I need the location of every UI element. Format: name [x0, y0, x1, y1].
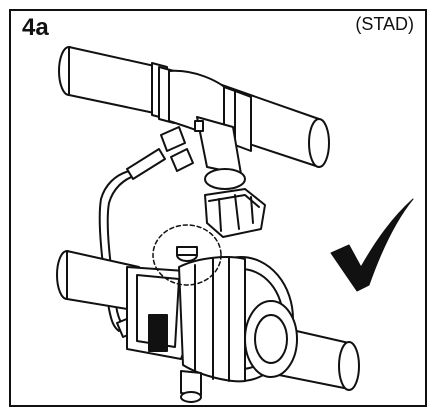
step-label: 4a — [22, 14, 49, 41]
upper-pipe — [58, 46, 330, 168]
variant-label: (STAD) — [355, 14, 414, 34]
stad-valve-body — [151, 62, 266, 238]
installation-illustration — [56, 46, 414, 403]
highlight-circle — [152, 224, 222, 286]
flow-meter — [126, 246, 298, 403]
checkmark-icon — [330, 198, 414, 292]
